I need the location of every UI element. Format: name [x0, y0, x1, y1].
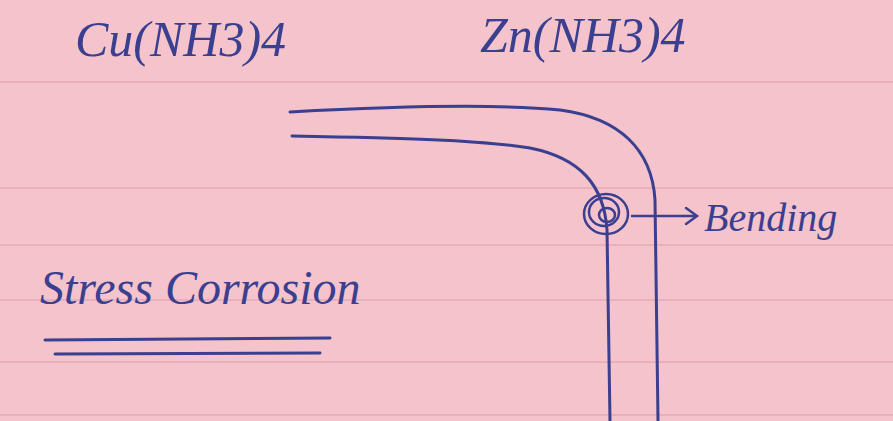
- formula: Cu(NH3)4: [75, 12, 286, 67]
- formula: Zn(NH3)4: [480, 8, 686, 63]
- pointer-arrow: [632, 208, 697, 224]
- ruled-lines: [0, 82, 893, 415]
- callout-text: Bending: [704, 196, 837, 240]
- bend-mark: [584, 194, 628, 234]
- heading-note: Stress Corrosion: [40, 262, 361, 315]
- underline: [45, 338, 330, 354]
